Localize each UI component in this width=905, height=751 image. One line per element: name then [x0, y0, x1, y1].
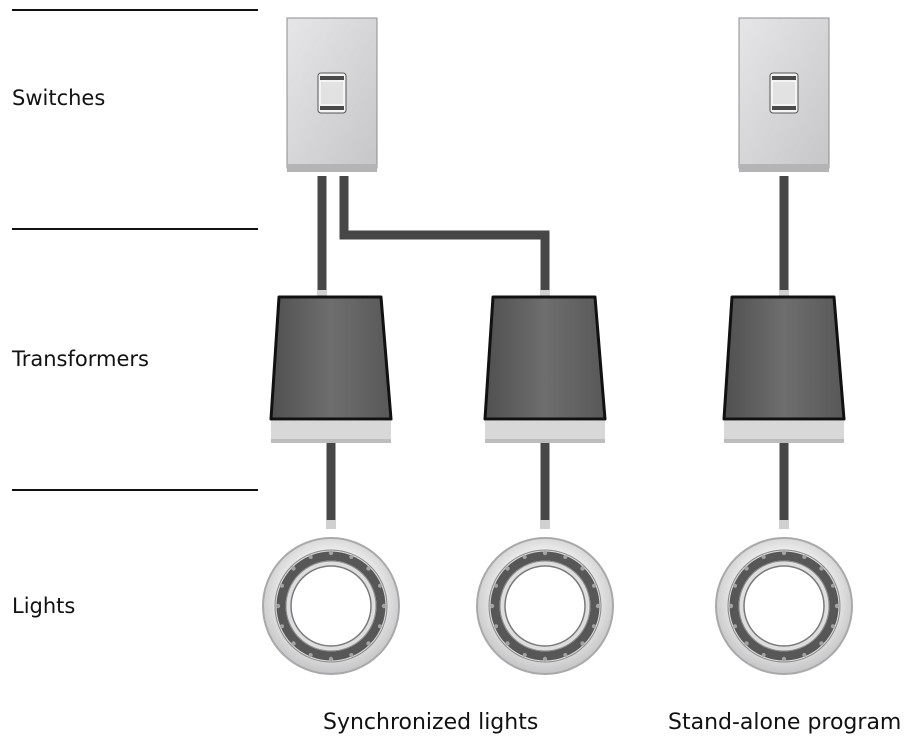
wire-sleeves [317, 290, 789, 529]
switch-stand-alone [738, 17, 830, 173]
caption-synchronized-lights: Synchronized lights [323, 710, 539, 735]
transformer-2 [483, 295, 607, 445]
light-1 [263, 538, 399, 674]
transformer-1 [269, 295, 393, 445]
row-label-transformers: Transformers [12, 347, 149, 371]
row-label-lights: Lights [12, 594, 76, 618]
wire-switch1-transformer2 [339, 176, 550, 292]
row-label-switches: Switches [12, 86, 106, 110]
caption-stand-alone-program: Stand-alone program [668, 710, 902, 735]
wires [317, 176, 789, 523]
light-3 [716, 538, 852, 674]
switch-synchronized [286, 17, 378, 173]
light-2 [477, 538, 613, 674]
transformer-3 [722, 295, 846, 445]
